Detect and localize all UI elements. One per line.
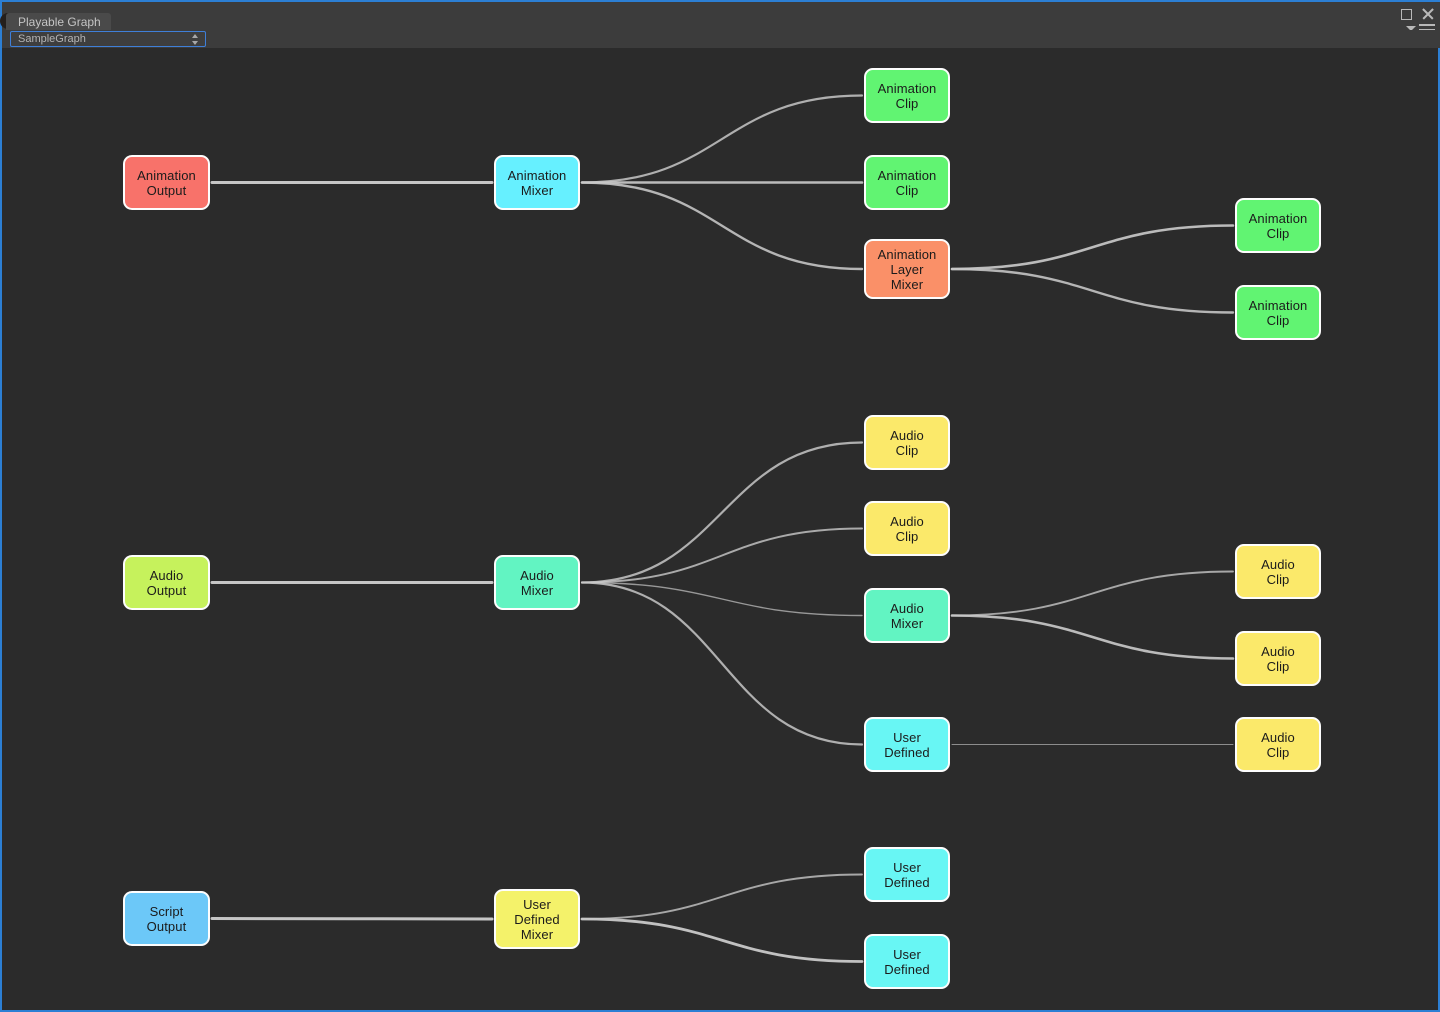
graph-node-animation-mixer[interactable]: Animation Mixer bbox=[494, 155, 580, 210]
graph-node-user-defined-mixer[interactable]: User Defined Mixer bbox=[494, 889, 580, 949]
graph-edge bbox=[210, 917, 494, 921]
graph-node-label: Audio Clip bbox=[890, 427, 924, 458]
graph-node-label: User Defined bbox=[884, 946, 930, 977]
graph-selector-value: SampleGraph bbox=[18, 33, 86, 45]
tab-playable-graph[interactable]: Playable Graph bbox=[6, 13, 111, 32]
graph-node-label: Audio Mixer bbox=[520, 567, 554, 598]
graph-node-label: User Defined bbox=[884, 729, 930, 760]
graph-node-label: Audio Mixer bbox=[890, 600, 924, 631]
close-icon[interactable] bbox=[1421, 7, 1434, 20]
graph-edge-layer bbox=[210, 94, 1235, 963]
graph-edge bbox=[950, 224, 1235, 271]
graph-edge bbox=[580, 181, 864, 271]
graph-node-label: Audio Clip bbox=[1261, 643, 1295, 674]
graph-node-animation-output[interactable]: Animation Output bbox=[123, 155, 210, 210]
graph-node-label: Animation Mixer bbox=[507, 167, 567, 198]
graph-node-label: Animation Layer Mixer bbox=[877, 246, 937, 292]
graph-node-user-defined[interactable]: User Defined bbox=[864, 717, 950, 772]
graph-edge bbox=[580, 917, 864, 963]
graph-node-label: Animation Clip bbox=[1248, 210, 1308, 241]
graph-edge bbox=[580, 441, 864, 584]
maximize-icon[interactable] bbox=[1399, 7, 1412, 20]
window-titlebar: Playable Graph bbox=[0, 0, 1440, 35]
graph-node-label: Script Output bbox=[146, 903, 187, 934]
graph-node-audio-clip[interactable]: Audio Clip bbox=[864, 415, 950, 470]
graph-node-user-defined[interactable]: User Defined bbox=[864, 847, 950, 902]
graph-edge bbox=[580, 581, 864, 746]
graph-node-audio-clip[interactable]: Audio Clip bbox=[1235, 631, 1321, 686]
graph-node-animation-clip[interactable]: Animation Clip bbox=[1235, 285, 1321, 340]
graph-node-label: Animation Output bbox=[137, 167, 196, 198]
graph-node-audio-clip[interactable]: Audio Clip bbox=[1235, 544, 1321, 599]
graph-toolbar: SampleGraph bbox=[2, 30, 1440, 48]
graph-node-label: Audio Output bbox=[146, 567, 187, 598]
graph-node-label: Audio Clip bbox=[1261, 729, 1295, 760]
graph-edge bbox=[580, 94, 864, 184]
graph-node-label: Animation Clip bbox=[1248, 297, 1308, 328]
graph-node-audio-clip[interactable]: Audio Clip bbox=[864, 501, 950, 556]
graph-node-label: User Defined Mixer bbox=[514, 896, 560, 942]
graph-node-animation-layer-mixer[interactable]: Animation Layer Mixer bbox=[864, 239, 950, 299]
graph-node-label: Audio Clip bbox=[890, 513, 924, 544]
window-buttons bbox=[1399, 7, 1434, 20]
graph-node-audio-mixer[interactable]: Audio Mixer bbox=[494, 555, 580, 610]
graph-node-animation-clip[interactable]: Animation Clip bbox=[864, 155, 950, 210]
graph-node-audio-mixer[interactable]: Audio Mixer bbox=[864, 588, 950, 643]
graph-node-script-output[interactable]: Script Output bbox=[123, 891, 210, 946]
graph-node-label: User Defined bbox=[884, 859, 930, 890]
graph-edge bbox=[950, 614, 1235, 660]
graph-node-audio-clip[interactable]: Audio Clip bbox=[1235, 717, 1321, 772]
updown-arrows-icon bbox=[192, 34, 199, 45]
graph-node-label: Animation Clip bbox=[877, 167, 937, 198]
graph-edge bbox=[581, 873, 863, 920]
graph-node-user-defined[interactable]: User Defined bbox=[864, 934, 950, 989]
graph-edge bbox=[950, 267, 1235, 314]
graph-edge bbox=[951, 570, 1234, 617]
graph-node-label: Audio Clip bbox=[1261, 556, 1295, 587]
graph-edge bbox=[581, 581, 863, 617]
graph-node-label: Animation Clip bbox=[877, 80, 937, 111]
graph-node-audio-output[interactable]: Audio Output bbox=[123, 555, 210, 610]
graph-node-animation-clip[interactable]: Animation Clip bbox=[1235, 198, 1321, 253]
graph-selector-dropdown[interactable]: SampleGraph bbox=[10, 31, 206, 47]
graph-node-animation-clip[interactable]: Animation Clip bbox=[864, 68, 950, 123]
graph-edge bbox=[581, 527, 863, 584]
